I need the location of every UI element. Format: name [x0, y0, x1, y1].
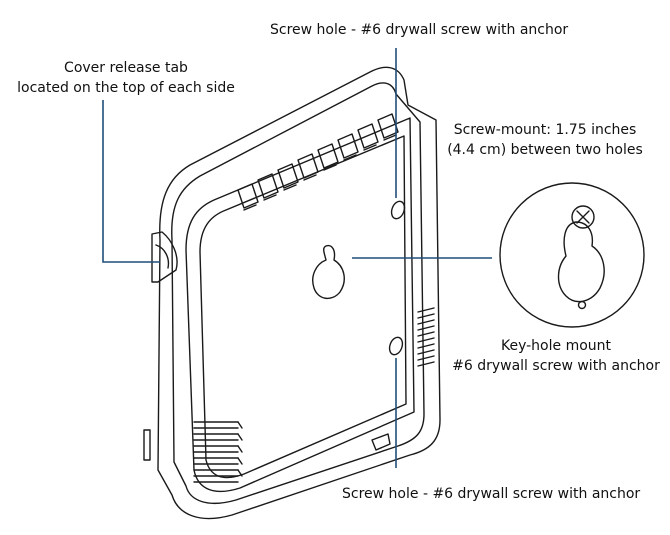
faceplate-inner	[199, 135, 407, 479]
label-screw-mount-line2: (4.4 cm) between two holes	[447, 142, 643, 158]
keyhole-zoom-circle	[499, 182, 645, 328]
top-vents	[237, 113, 399, 211]
leader-cover-tab	[102, 100, 160, 263]
screw-hole-top	[390, 200, 406, 220]
housing-rim	[171, 82, 425, 504]
label-screw-hole-bottom: Screw hole - #6 drywall screw with ancho…	[342, 486, 641, 502]
label-keyhole-line1: Key-hole mount	[500, 338, 612, 354]
cover-release-tab	[151, 231, 178, 283]
label-cover-release-tab: Cover release tab located on the top of …	[8, 58, 244, 98]
label-cover-tab-line2: located on the top of each side	[17, 80, 235, 96]
label-keyhole-line2: #6 drywall screw with anchor	[452, 358, 660, 374]
right-vents	[417, 307, 435, 367]
bottom-left-vents	[193, 421, 243, 483]
housing-outer	[157, 66, 441, 520]
label-screw-mount: Screw-mount: 1.75 inches (4.4 cm) betwee…	[440, 120, 650, 160]
faceplate	[185, 117, 415, 493]
label-screw-hole-top: Screw hole - #6 drywall screw with ancho…	[270, 22, 569, 38]
leader-lines	[102, 48, 492, 468]
screw-hole-bottom	[388, 336, 404, 356]
label-screw-mount-line1: Screw-mount: 1.75 inches	[453, 122, 637, 138]
keyhole-mount	[312, 244, 345, 299]
label-cover-tab-line1: Cover release tab	[64, 60, 188, 76]
screw-head	[571, 205, 595, 229]
label-keyhole-mount: Key-hole mount #6 drywall screw with anc…	[448, 336, 664, 376]
